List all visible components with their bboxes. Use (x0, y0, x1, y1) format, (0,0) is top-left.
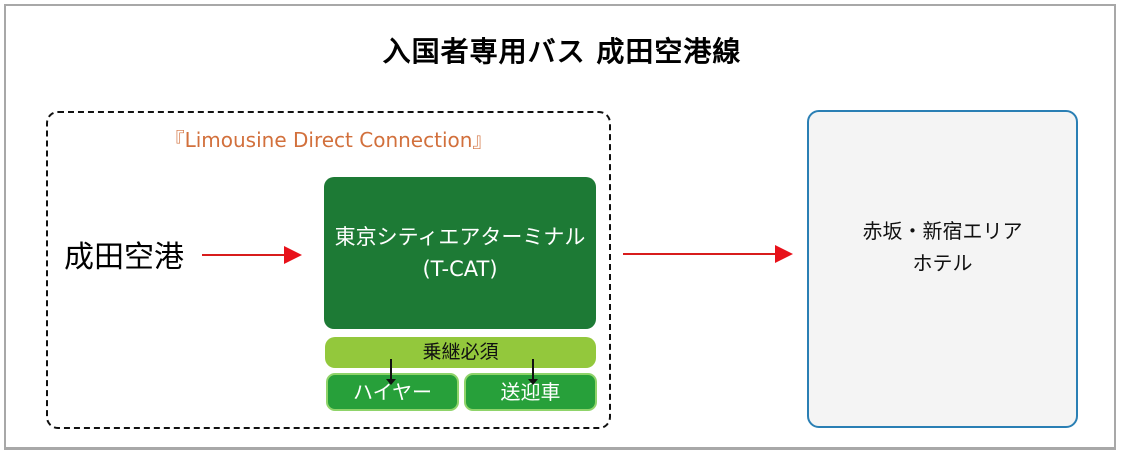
arrow-down-icon (386, 359, 396, 385)
arrow-right-icon (202, 246, 302, 264)
terminal-name: 東京シティエアターミナル (334, 225, 586, 249)
destination-box-hotel: 赤坂・新宿エリア ホテル (807, 110, 1078, 428)
limousine-direct-connection-group (46, 111, 611, 429)
destination-area: 赤坂・新宿エリア (862, 219, 1023, 243)
terminal-box-tcat: 東京シティエアターミナル (T-CAT) (324, 177, 596, 329)
option-shuttle-car: 送迎車 (464, 373, 597, 411)
origin-narita-airport: 成田空港 (64, 240, 184, 275)
terminal-code: (T-CAT) (422, 257, 498, 281)
group-label: 『Limousine Direct Connection』 (164, 128, 493, 152)
arrow-right-icon (623, 245, 793, 263)
transfer-required-box: 乗継必須 (325, 337, 596, 368)
destination-type: ホテル (912, 251, 973, 275)
arrow-down-icon (528, 359, 538, 385)
diagram-title: 入国者専用バス 成田空港線 (382, 35, 742, 68)
